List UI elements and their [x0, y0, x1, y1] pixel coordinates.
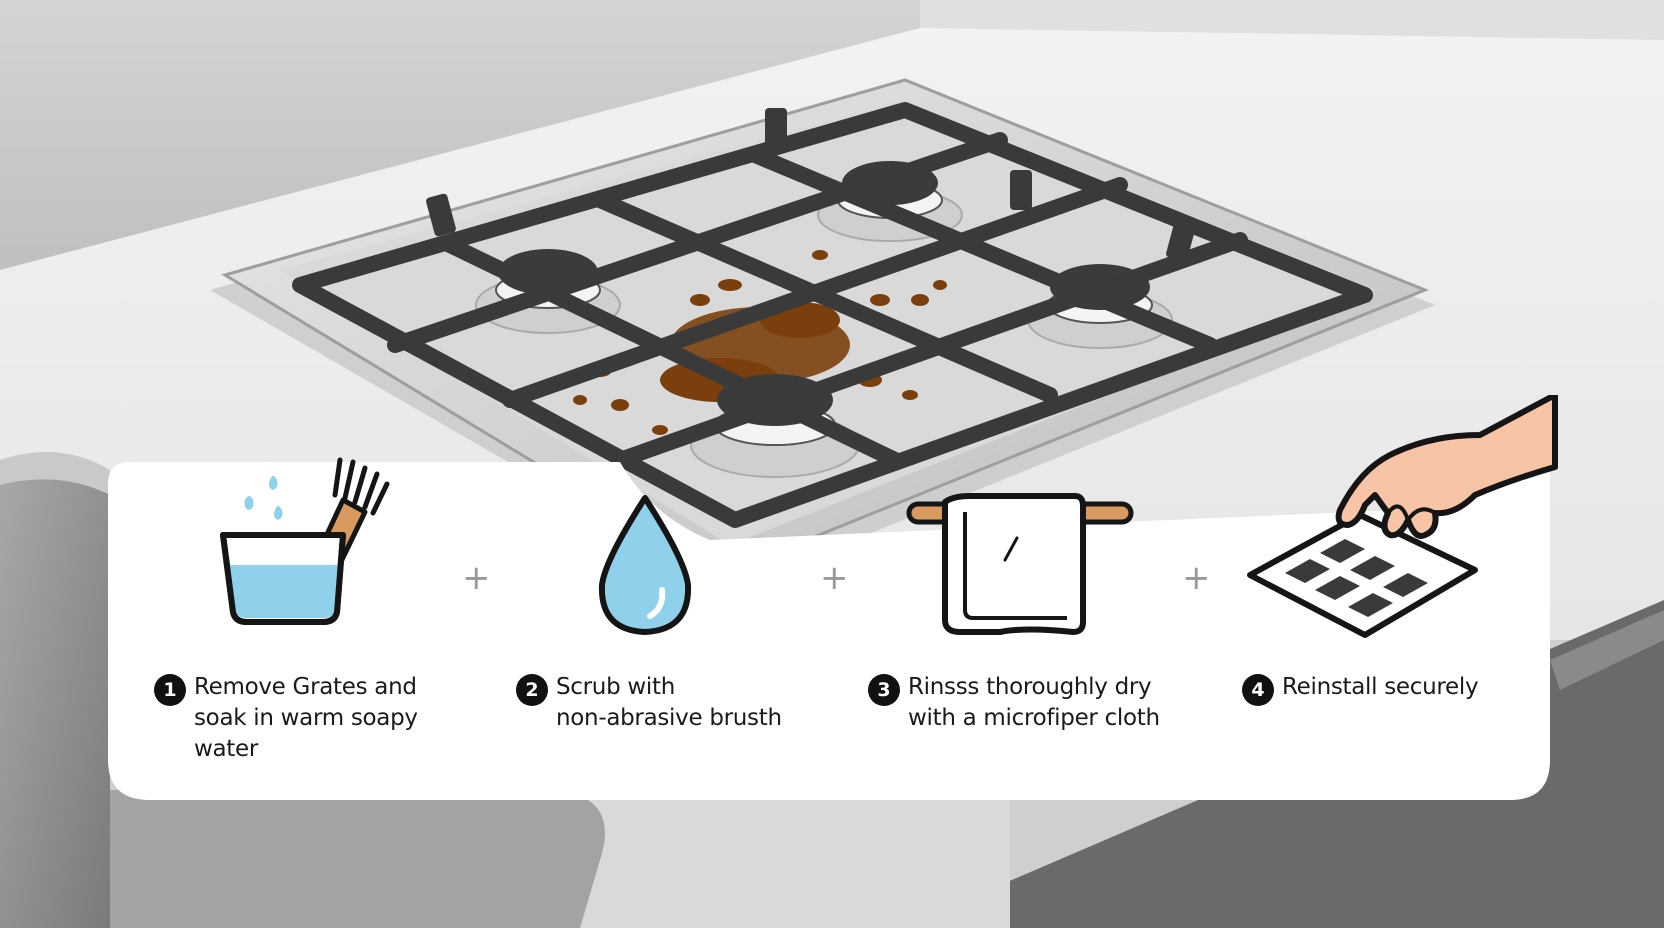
step-1: 1 Remove Grates and soak in warm soapy w…	[154, 672, 454, 765]
separator-plus: +	[462, 558, 491, 598]
cast-iron-grate	[292, 102, 1373, 528]
step-number-badge: 3	[868, 674, 900, 706]
sink-lower-edge	[110, 790, 605, 928]
separator-plus: +	[1182, 558, 1211, 598]
step-number-badge: 1	[154, 674, 186, 706]
step-4: 4 Reinstall securely	[1242, 672, 1542, 706]
water-drop-icon	[598, 495, 692, 635]
separator-plus: +	[820, 558, 849, 598]
hand-placing-grate-icon	[1247, 395, 1558, 638]
towel-on-rack-icon	[906, 493, 1134, 635]
steps-row: 1 Remove Grates and soak in warm soapy w…	[0, 672, 1664, 792]
step-text: Rinsss thoroughly dry with a microfiper …	[908, 674, 1160, 731]
sink-basin	[0, 462, 110, 928]
step-3: 3 Rinsss thoroughly dry with a microfipe…	[868, 672, 1198, 734]
cabinet-edge	[1550, 610, 1664, 690]
step-number-badge: 4	[1242, 674, 1274, 706]
step-number-badge: 2	[516, 674, 548, 706]
step-text: Remove Grates and soak in warm soapy wat…	[194, 674, 418, 762]
sink-rim	[0, 452, 110, 495]
step-text: Scrub with non-abrasive brusth	[556, 674, 782, 731]
step-2: 2 Scrub with non-abrasive brusth	[516, 672, 816, 734]
instruction-card-body	[108, 540, 1550, 800]
step-text: Reinstall securely	[1282, 674, 1479, 700]
soaking-bowl-with-brush-icon	[220, 457, 390, 625]
grate-feet	[426, 108, 1196, 262]
